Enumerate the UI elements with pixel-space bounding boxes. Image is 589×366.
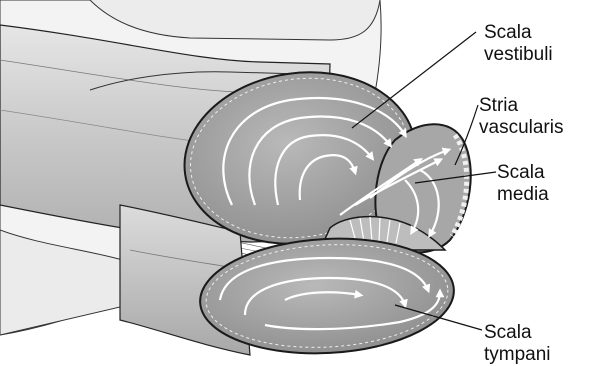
label-line: Scala [484, 22, 553, 44]
label-line: vestibuli [484, 44, 553, 66]
label-line: Scala [484, 322, 551, 344]
label-stria-vascularis: Stria vascularis [479, 95, 563, 139]
label-line: vascularis [479, 117, 563, 139]
label-line: Stria [479, 95, 563, 117]
label-line: Scala [497, 162, 549, 184]
label-line: media [497, 184, 549, 206]
label-line: tympani [484, 344, 551, 366]
label-scala-tympani: Scala tympani [484, 322, 551, 366]
label-scala-vestibuli: Scala vestibuli [484, 22, 553, 66]
label-scala-media: Scala media [497, 162, 549, 206]
